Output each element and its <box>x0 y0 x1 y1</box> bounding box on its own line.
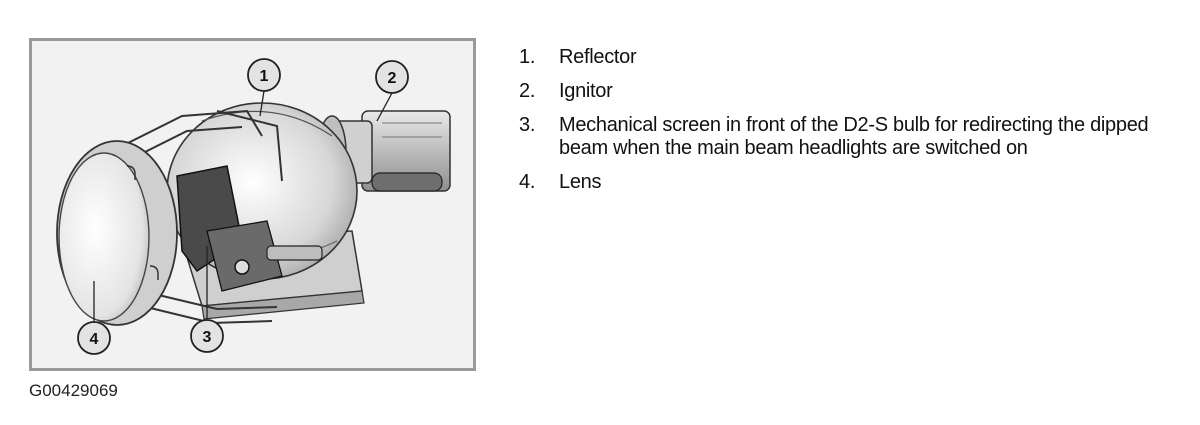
legend-item: 1. Reflector <box>519 46 1159 69</box>
callout-3: 3 <box>190 319 224 353</box>
legend-item-text: Mechanical screen in front of the D2-S b… <box>559 114 1149 159</box>
legend-item-text: Ignitor <box>559 80 613 102</box>
legend-item: 4. Lens <box>519 171 1159 194</box>
legend-item-number: 4. <box>519 171 536 193</box>
headlamp-illustration-frame: 1 2 3 4 <box>29 38 476 371</box>
headlamp-illustration: 1 2 3 4 <box>56 58 451 355</box>
legend-item-text: Lens <box>559 171 602 193</box>
legend-item-text: Reflector <box>559 46 637 68</box>
svg-text:2: 2 <box>388 70 397 87</box>
legend-item-number: 1. <box>519 46 536 68</box>
figure-id-label: G00429069 <box>29 381 118 400</box>
svg-text:1: 1 <box>260 68 269 85</box>
svg-text:3: 3 <box>203 329 212 346</box>
callout-1: 1 <box>247 58 281 92</box>
legend-item-number: 2. <box>519 80 536 102</box>
legend-item: 3. Mechanical screen in front of the D2-… <box>519 114 1159 160</box>
callout-2: 2 <box>375 60 409 94</box>
legend-item: 2. Ignitor <box>519 80 1159 103</box>
mechanical-screen-part <box>176 165 323 292</box>
callout-4: 4 <box>77 321 111 355</box>
lens-part <box>56 140 178 326</box>
callout-leaders <box>93 90 393 322</box>
parts-legend: 1. Reflector 2. Ignitor 3. Mechanical sc… <box>519 46 1159 205</box>
svg-text:4: 4 <box>90 331 99 348</box>
legend-item-number: 3. <box>519 114 536 136</box>
